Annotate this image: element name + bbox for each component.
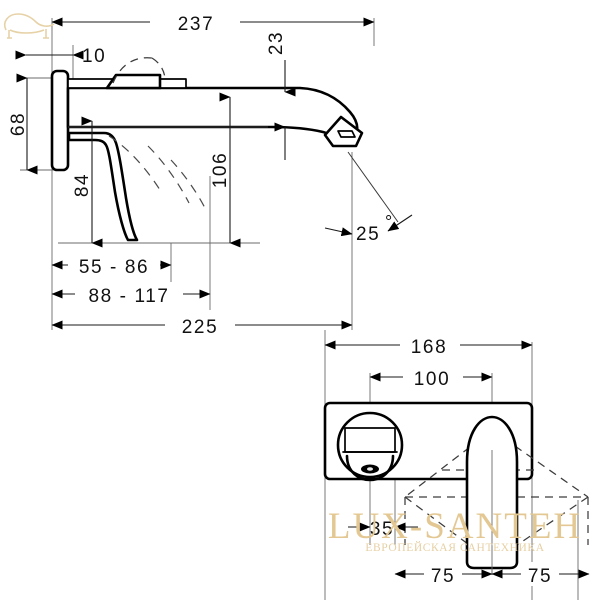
front-view-faucet: [323, 401, 589, 575]
dimension-75-left-label: 75: [431, 566, 455, 587]
dimension-75-left: 75: [394, 562, 493, 587]
dimension-68: 68: [8, 73, 38, 175]
dimension-168: 168: [324, 333, 533, 358]
dimension-75-right-label: 75: [528, 566, 552, 587]
dimension-100-label: 100: [414, 369, 451, 390]
dimension-55-86-label: 55 - 86: [79, 257, 149, 278]
escutcheon-plate: [50, 69, 70, 172]
dimension-25-label: 25: [356, 224, 380, 245]
dimension-55-86: 55 - 86: [51, 253, 172, 278]
dimension-75-right: 75: [491, 562, 590, 587]
aerator-lower-bowl: [345, 454, 395, 482]
dimension-106: 106: [210, 92, 241, 248]
lever-swing-guide-top-2: [151, 57, 166, 79]
dimension-237: 237: [51, 10, 375, 35]
dimension-88-117-label: 88 - 117: [88, 286, 169, 307]
lever-swing-guide-top-1: [112, 57, 153, 84]
dimension-10: 10: [15, 46, 106, 67]
dimension-168-label: 168: [411, 337, 448, 358]
aerator-rim-rect: [344, 427, 396, 453]
dimension-225: 225: [51, 313, 353, 338]
dimension-84: 84: [72, 116, 103, 248]
spout-outlet-front: [336, 411, 404, 482]
dimension-23-label: 23: [266, 31, 287, 55]
side-view-faucet: [50, 57, 364, 243]
dimension-10-label: 10: [82, 46, 106, 67]
dimension-237-label: 237: [178, 14, 215, 35]
dimension-225-label: 225: [182, 317, 219, 338]
handle-lever: [67, 131, 139, 242]
dimension-84-label: 84: [72, 173, 93, 197]
dimension-35-label: 35: [370, 519, 394, 540]
dimension-100: 100: [369, 365, 493, 390]
handle-swing-arc-3: [170, 159, 206, 209]
dimension-25-degree-symbol: °: [385, 212, 394, 232]
dimension-23: 23: [266, 31, 296, 160]
handle-swing-arc-1: [108, 135, 161, 191]
lever-pivot-block: [105, 73, 162, 90]
dimension-88-117: 88 - 117: [51, 282, 211, 307]
handle-swing-arc-2: [147, 145, 190, 204]
dimension-68-label: 68: [8, 112, 29, 136]
aerator-slot: [337, 130, 356, 138]
dimension-35: 35: [348, 519, 418, 540]
dimension-106-label: 106: [210, 152, 231, 189]
dimension-25-degrees: 25 °: [324, 151, 413, 245]
aerator-nozzle-core: [367, 467, 373, 471]
